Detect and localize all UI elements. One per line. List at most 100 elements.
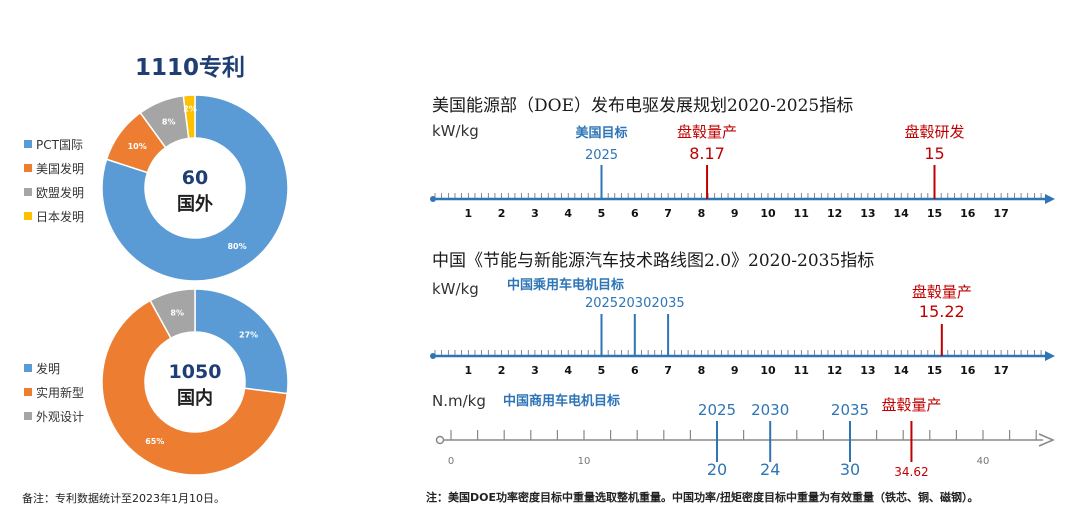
legend-label: 欧盟发明 bbox=[36, 185, 85, 200]
tick-label: 4 bbox=[564, 364, 572, 377]
axis-start-dot bbox=[435, 435, 445, 445]
tick-label: 9 bbox=[731, 207, 739, 220]
legend-swatch bbox=[24, 388, 32, 396]
tick-label: 1 bbox=[464, 364, 472, 377]
marker-year: 2025 bbox=[585, 148, 618, 163]
tick-label: 3 bbox=[531, 207, 539, 220]
china-commercial-unit: N.m/kg bbox=[432, 392, 486, 410]
marker-year: 2025 bbox=[698, 401, 736, 419]
slice-label: 27% bbox=[239, 331, 258, 340]
marker-top-label: 盘毂研发 bbox=[904, 123, 964, 141]
donut-slice bbox=[194, 288, 289, 395]
axis-arrow bbox=[1045, 351, 1055, 361]
tick-label: 14 bbox=[894, 207, 910, 220]
tick-label: 6 bbox=[631, 207, 639, 220]
marker-year: 2035 bbox=[652, 296, 685, 311]
china-roadmap-title: 中国《节能与新能源汽车技术路线图2.0》2020-2035指标 bbox=[432, 251, 875, 271]
patent-total-suffix: 专利 bbox=[199, 55, 246, 81]
tick-label: 10 bbox=[760, 207, 776, 220]
slice-label: 2% bbox=[183, 105, 197, 114]
legend-item: 外观设计 bbox=[24, 404, 84, 428]
tick-label: 5 bbox=[598, 207, 606, 220]
legend-swatch bbox=[24, 364, 32, 372]
tick-label: 2 bbox=[498, 207, 506, 220]
slice-label: 80% bbox=[227, 242, 246, 251]
marker-value: 20 bbox=[707, 460, 727, 479]
marker-year: 2035 bbox=[831, 401, 869, 419]
tick-label: 17 bbox=[993, 364, 1008, 377]
marker-value: 34.62 bbox=[894, 465, 928, 479]
donut-slice bbox=[101, 94, 289, 282]
slice-label: 8% bbox=[162, 118, 176, 127]
legend-label: PCT国际 bbox=[36, 137, 83, 152]
donut-hole bbox=[146, 139, 244, 237]
target-note: 注：美国DOE功率密度目标中重量选取整机重量。中国功率/扭矩密度目标中重量为有效… bbox=[426, 491, 979, 504]
legend-swatch bbox=[24, 188, 32, 196]
tick-label: 7 bbox=[664, 364, 672, 377]
tick-label: 0 bbox=[448, 456, 454, 467]
tick-label: 13 bbox=[860, 364, 875, 377]
legend-item: 发明 bbox=[24, 356, 84, 380]
donut-slice bbox=[101, 299, 289, 476]
tick-label: 15 bbox=[927, 364, 942, 377]
marker-value: 15 bbox=[924, 144, 944, 163]
tick-label: 11 bbox=[794, 364, 809, 377]
marker-top-label: 盘毂量产 bbox=[881, 396, 941, 414]
slice-label: 8% bbox=[170, 309, 184, 318]
marker-top-label: 盘毂量产 bbox=[912, 283, 972, 301]
tick-label: 11 bbox=[794, 207, 809, 220]
axis-start-dot bbox=[430, 353, 436, 359]
tick-label: 9 bbox=[731, 364, 739, 377]
group-label: 中国乘用车电机目标 bbox=[507, 277, 624, 293]
tick-label: 8 bbox=[698, 364, 706, 377]
foreign-donut-legend: PCT国际美国发明欧盟发明日本发明 bbox=[24, 132, 84, 228]
foreign-donut-chart: 80% 10% 8% 2% 60 国外 bbox=[101, 94, 289, 282]
axis-arrow bbox=[1045, 194, 1055, 204]
donut-center-label: 国外 bbox=[177, 193, 213, 215]
us-doe-title: 美国能源部（DOE）发布电驱发展规划2020-2025指标 bbox=[432, 96, 854, 116]
tick-label: 17 bbox=[993, 207, 1008, 220]
axis-arrow bbox=[1038, 433, 1055, 447]
marker-value: 30 bbox=[840, 460, 860, 479]
tick-label: 13 bbox=[860, 207, 875, 220]
donut-center-label: 国内 bbox=[177, 387, 213, 409]
china-passenger-unit: kW/kg bbox=[432, 280, 479, 298]
legend-swatch bbox=[24, 164, 32, 172]
marker-year: 2030 bbox=[751, 401, 789, 419]
marker-value: 15.22 bbox=[919, 302, 965, 321]
tick-label: 5 bbox=[598, 364, 606, 377]
legend-item: 欧盟发明 bbox=[24, 180, 84, 204]
legend-swatch bbox=[24, 412, 32, 420]
tick-label: 12 bbox=[827, 364, 842, 377]
tick-label: 3 bbox=[531, 364, 539, 377]
tick-label: 14 bbox=[894, 364, 910, 377]
axis-start-dot bbox=[430, 196, 436, 202]
tick-label: 4 bbox=[564, 207, 572, 220]
marker-top-label: 盘毂量产 bbox=[677, 123, 737, 141]
marker-value: 24 bbox=[760, 460, 780, 479]
slice-label: 10% bbox=[128, 142, 147, 151]
patent-note: 备注：专利数据统计至2023年1月10日。 bbox=[22, 492, 225, 505]
marker-value: 8.17 bbox=[689, 144, 725, 163]
legend-swatch bbox=[24, 140, 32, 148]
tick-label: 16 bbox=[960, 207, 976, 220]
tick-label: 8 bbox=[698, 207, 706, 220]
donut-center-value: 60 bbox=[182, 167, 208, 189]
marker-year: 2030 bbox=[618, 296, 651, 311]
legend-item: 日本发明 bbox=[24, 204, 84, 228]
us-doe-unit: kW/kg bbox=[432, 122, 479, 140]
legend-item: PCT国际 bbox=[24, 132, 84, 156]
tick-label: 16 bbox=[960, 364, 976, 377]
marker-top-label: 美国目标 bbox=[575, 125, 627, 141]
donut-center-value: 1050 bbox=[169, 361, 222, 383]
legend-swatch bbox=[24, 212, 32, 220]
tick-label: 10 bbox=[578, 456, 591, 467]
legend-item: 实用新型 bbox=[24, 380, 84, 404]
donut-slice bbox=[149, 288, 196, 340]
donut-slice bbox=[182, 94, 196, 140]
tick-label: 12 bbox=[827, 207, 842, 220]
